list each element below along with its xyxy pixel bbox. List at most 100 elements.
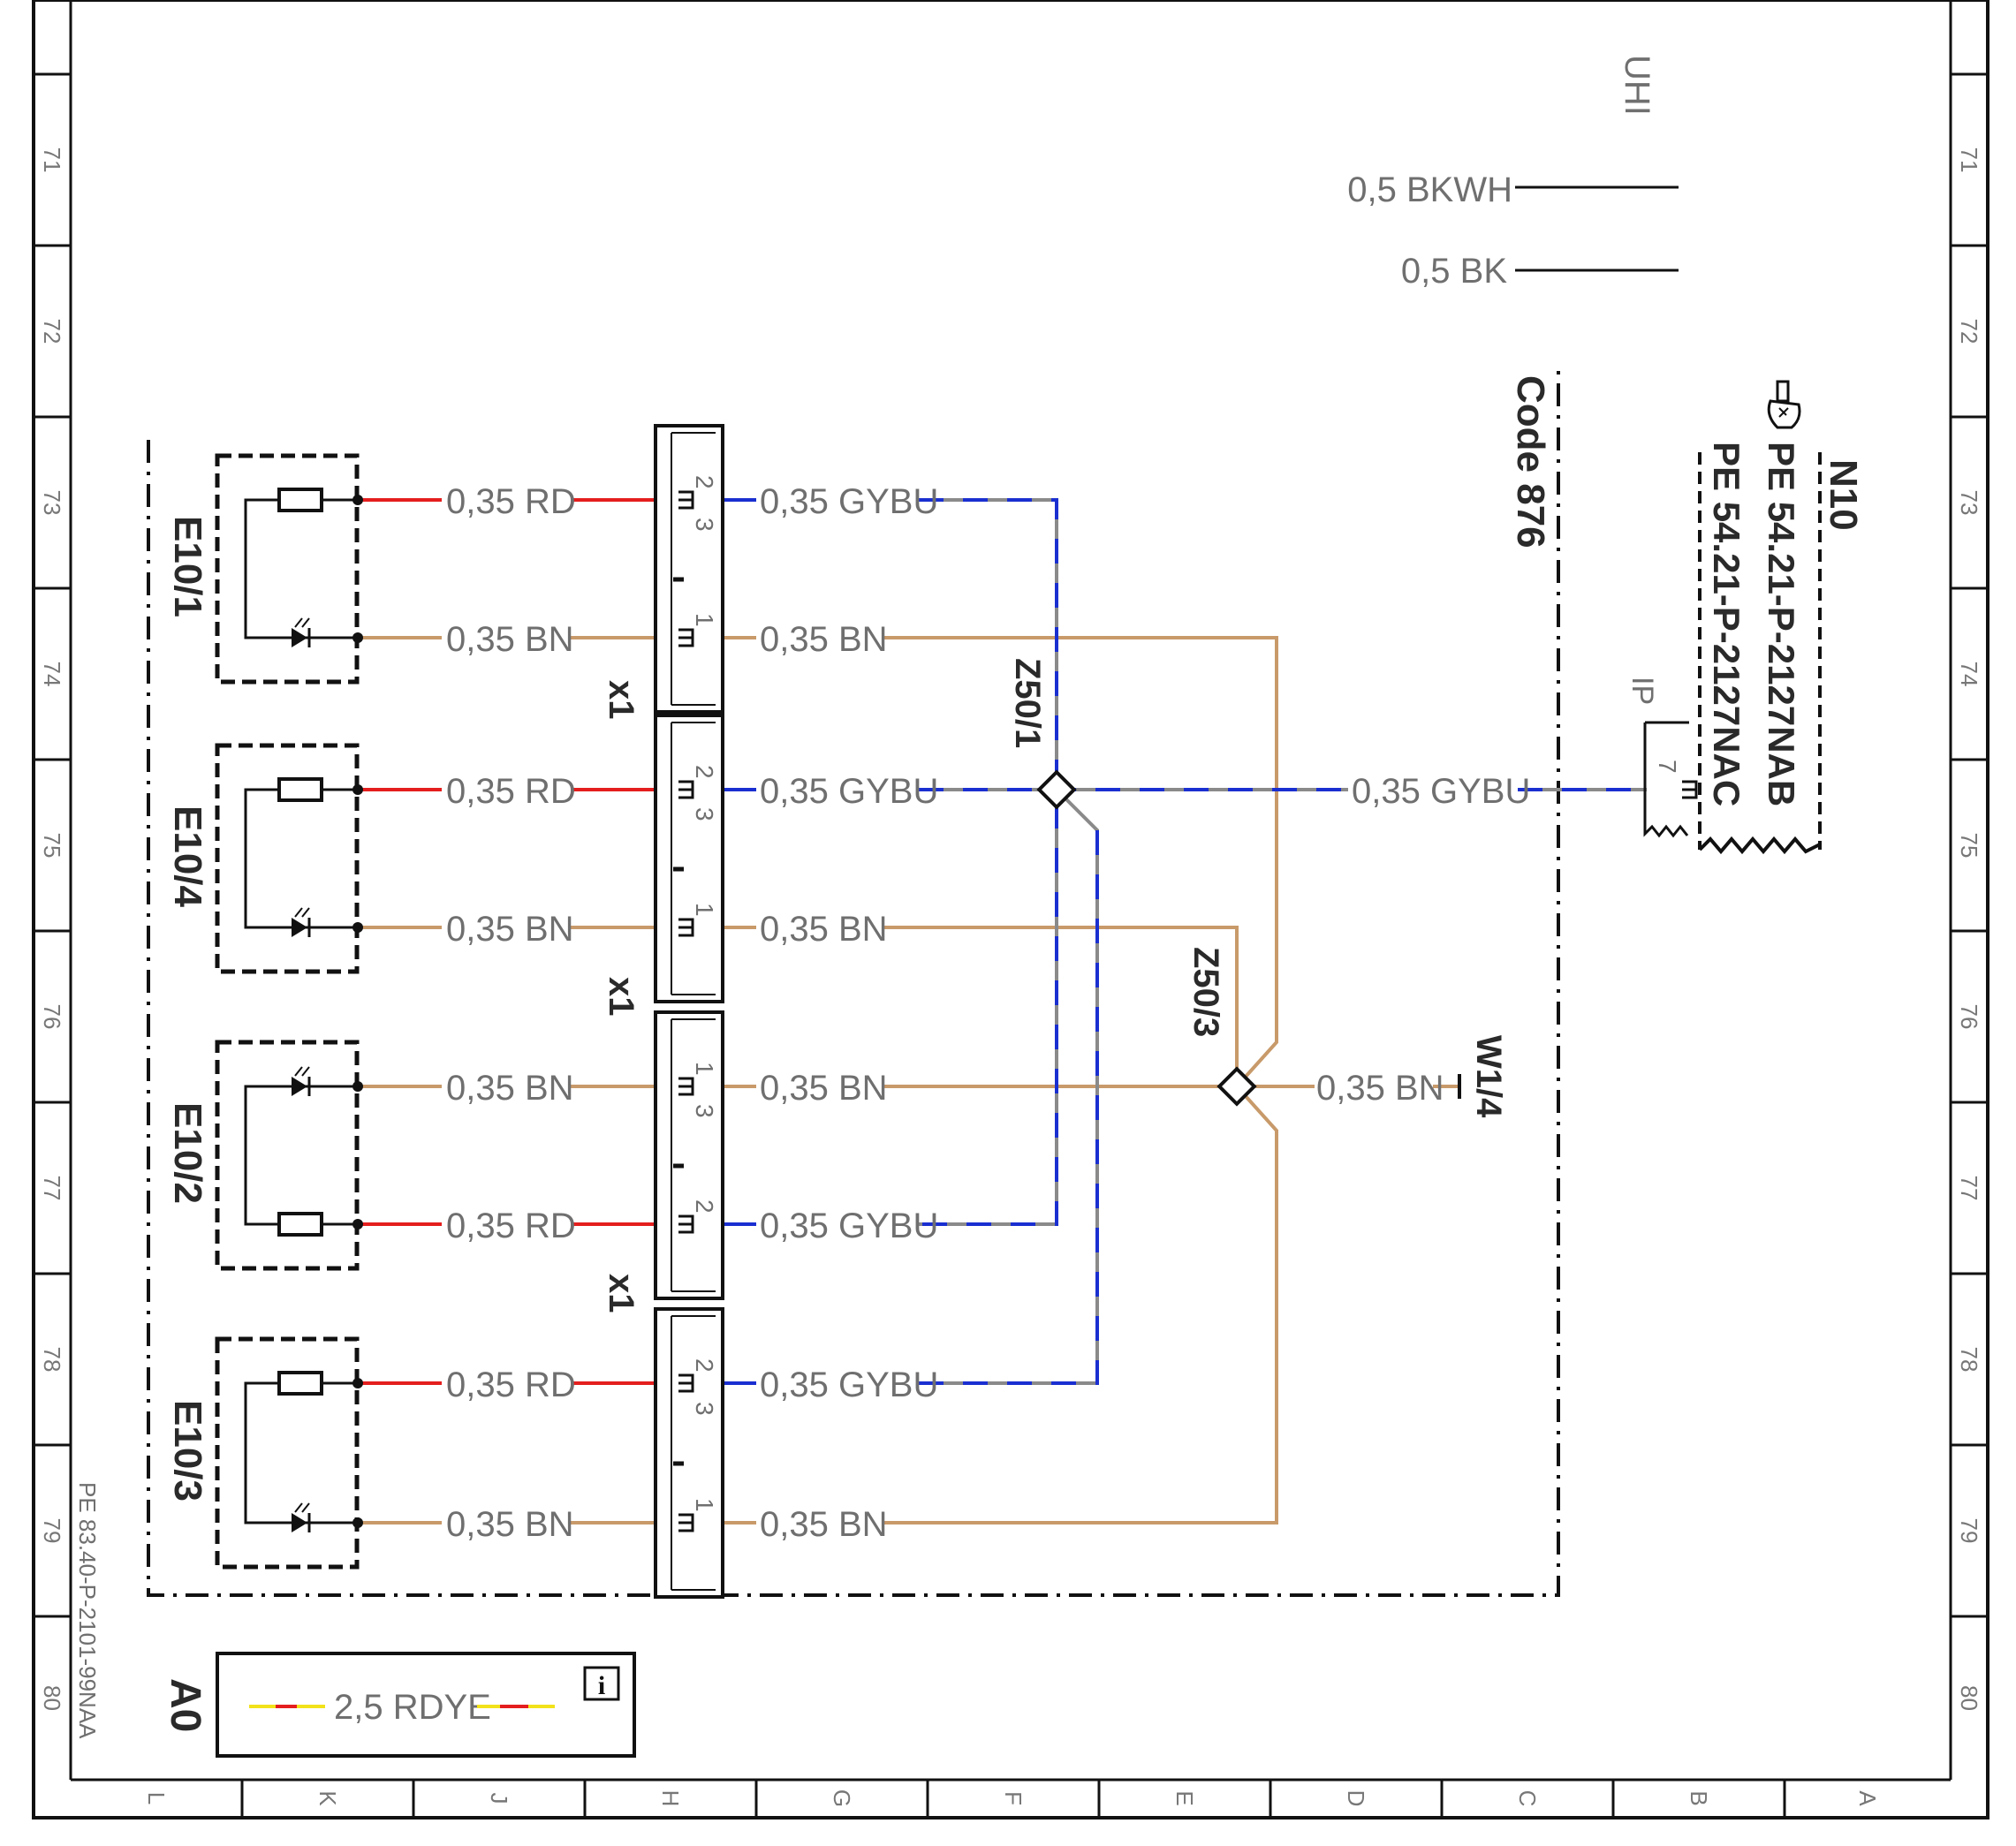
row-label-right: 75 [1956, 833, 1982, 859]
ip-label: IP [1626, 677, 1659, 705]
row-label-left: 71 [39, 148, 65, 173]
bn-trunk-79 [882, 1085, 1278, 1524]
row-label-right: 76 [1956, 1004, 1982, 1030]
lamp-label: E10/1 [166, 516, 209, 617]
pin-number: 3 [691, 1104, 718, 1118]
connector-x1: 2 3 1 [654, 424, 724, 714]
connector-x1: 1 3 2 x1 [602, 977, 724, 1300]
row-label-right: 74 [1956, 662, 1982, 687]
led-icon [290, 617, 311, 649]
wire-label-bn: 0,35 BN [760, 620, 888, 659]
n10-label: N10 [1822, 459, 1865, 531]
pin-number: 1 [691, 1498, 718, 1512]
wire-label-rd: 0,35 RD [446, 482, 576, 521]
splice-z50-3: Z50/3 [1186, 947, 1257, 1107]
resistor-icon [277, 1212, 323, 1237]
svg-text:i: i [598, 1671, 605, 1700]
wire-label-bn: 0,35 BN [446, 910, 574, 949]
pin-number: 1 [691, 1062, 718, 1076]
col-label: E [1171, 1790, 1198, 1805]
pin-number: 2 [691, 1199, 718, 1214]
a0-wire-label: 2,5 RDYE [334, 1688, 491, 1727]
pin-number: 2 [691, 1358, 718, 1373]
row-label-left: 76 [39, 1004, 65, 1030]
fuse-a0: 2,5 RDYE i A0 [162, 1652, 636, 1758]
legend: UHI 0,5 BKWH 0,5 BK [1347, 55, 1679, 291]
row-label-left: 78 [39, 1347, 65, 1373]
code-876-label: Code 876 [1509, 375, 1552, 549]
wire-label-bn: 0,35 BN [446, 1505, 574, 1544]
lamp-e10-3: E10/3 [166, 1336, 363, 1570]
wire-label-bn: 0,35 BN [446, 620, 574, 659]
pin-number: 1 [691, 613, 718, 627]
module-n10: 7 IP N10 PE 54.21-P-2127NAB PE 54.21-P-2… [1626, 380, 1865, 855]
lamp-e10-2: E10/2 [166, 1040, 363, 1271]
wire-label-gybu-n10: 0,35 GYBU [1352, 772, 1530, 811]
connector-x1-label: x1 [602, 680, 640, 720]
n10-ref-1: PE 54.21-P-2127NAB [1761, 442, 1802, 806]
col-label: G [829, 1789, 855, 1807]
led-icon [290, 1065, 311, 1098]
connector-x1-label: x1 [602, 1274, 640, 1313]
pin-number: 3 [691, 518, 718, 532]
wire-label-bn-w1: 0,35 BN [1316, 1069, 1444, 1108]
row-label-right: 73 [1956, 490, 1982, 516]
ground-w1-4-label: W1/4 [1469, 1035, 1508, 1118]
col-label: K [315, 1790, 341, 1806]
resistor-icon [277, 488, 323, 512]
row-label-right: 79 [1956, 1518, 1982, 1544]
row-label-left: 77 [39, 1176, 65, 1201]
a0-label: A0 [162, 1678, 208, 1732]
row-label-left: 80 [39, 1685, 65, 1711]
frame [32, 0, 1989, 1820]
led-icon [290, 906, 311, 939]
pin-number: 3 [691, 1402, 718, 1416]
n10-ref-2: PE 54.21-P-2127NAC [1706, 442, 1747, 806]
splice-z50-3-label: Z50/3 [1186, 947, 1225, 1037]
row-label-left: 75 [39, 833, 65, 859]
wire-label-rd: 0,35 RD [446, 1207, 576, 1245]
wire-label-bn: 0,35 BN [760, 1505, 888, 1544]
lamp-e10-1: E10/1 [166, 453, 363, 685]
row-label-right: 72 [1956, 319, 1982, 344]
col-label: H [657, 1790, 684, 1807]
connector-x1: 2 3 1 x1 [602, 1274, 724, 1599]
lamp-label: E10/2 [166, 1102, 209, 1204]
row-label-left: 73 [39, 490, 65, 516]
wire-label-bn: 0,35 BN [760, 910, 888, 949]
wire-label-gybu: 0,35 GYBU [760, 772, 938, 811]
info-icon[interactable]: i [583, 1666, 620, 1701]
legend-line-2-label: 0,5 BK [1401, 252, 1507, 291]
wire-label-gybu: 0,35 GYBU [760, 1366, 938, 1404]
pointing-hand-icon[interactable] [1767, 380, 1801, 429]
code-876-boundary [147, 369, 1560, 1597]
lamp-e10-4: E10/4 [166, 743, 363, 974]
document-ref: PE 83.40-P-2101-99NAA [74, 1482, 101, 1739]
row-label-right: 78 [1956, 1347, 1982, 1373]
led-icon [290, 1502, 311, 1534]
row-label-right: 77 [1956, 1176, 1982, 1201]
legend-line-1-label: 0,5 BKWH [1347, 170, 1512, 209]
row-label-left: 72 [39, 319, 65, 344]
resistor-icon [277, 777, 323, 802]
col-label: A [1854, 1790, 1881, 1806]
col-label: B [1686, 1790, 1712, 1805]
pin-number: 2 [691, 475, 718, 489]
n10-pin-7: 7 [1654, 760, 1681, 774]
row-label-right: 71 [1956, 148, 1982, 173]
wire-label-rd: 0,35 RD [446, 1366, 576, 1404]
lamp-label: E10/3 [166, 1400, 209, 1502]
connector-x1-label: x1 [602, 977, 640, 1017]
lamp-label: E10/4 [166, 806, 209, 908]
col-label: F [1000, 1791, 1027, 1805]
pin-number: 1 [691, 903, 718, 917]
row-label-right: 80 [1956, 1685, 1982, 1711]
col-label: D [1343, 1790, 1369, 1807]
wire-label-bn: 0,35 BN [446, 1069, 574, 1108]
wire-label-bn: 0,35 BN [760, 1069, 888, 1108]
row-label-left: 79 [39, 1518, 65, 1544]
resistor-icon [277, 1371, 323, 1396]
row-label-left: 74 [39, 662, 65, 687]
